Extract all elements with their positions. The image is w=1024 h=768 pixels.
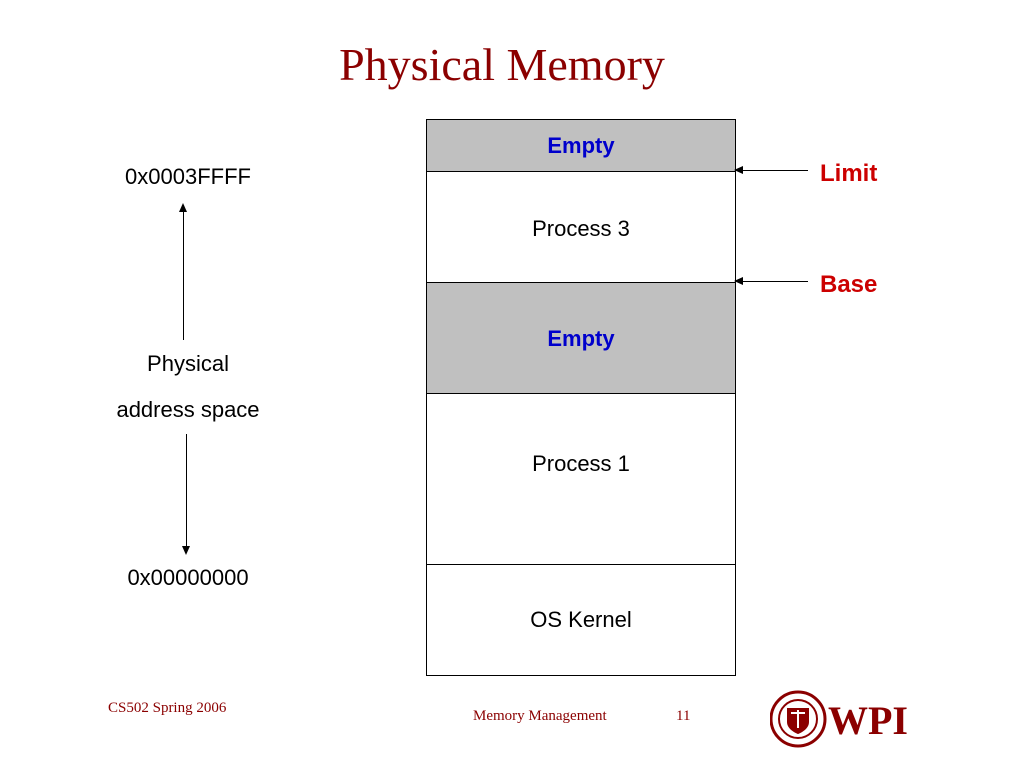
memory-segment-empty-top: Empty [427, 120, 735, 171]
segment-label: Empty [547, 133, 615, 158]
footer-course: CS502 Spring 2006 [108, 700, 227, 716]
limit-label: Limit [820, 160, 878, 187]
memory-segment-os-kernel: OS Kernel [427, 564, 735, 675]
wpi-logo: WPI [769, 688, 920, 750]
limit-arrow-icon [734, 166, 743, 174]
wpi-seal-icon: WPI [769, 690, 908, 748]
address-space-label-line2: address space [116, 397, 260, 422]
slide-title: Physical Memory [339, 39, 665, 90]
memory-stack: Empty Process 3 Empty Process 1 OS Kerne… [426, 119, 736, 676]
arrow-up-line [183, 212, 184, 340]
segment-label: Process 3 [532, 216, 630, 241]
wpi-logo-text: WPI [828, 698, 908, 743]
base-label: Base [820, 271, 878, 298]
base-pointer-line [742, 281, 808, 282]
segment-label: Process 1 [532, 451, 630, 476]
limit-pointer-line [742, 170, 808, 171]
arrow-up-icon [179, 203, 187, 212]
arrow-down-line [186, 434, 187, 546]
address-space-label-line1: Physical [147, 351, 229, 376]
address-bottom: 0x00000000 [127, 565, 249, 590]
base-arrow-icon [734, 277, 743, 285]
segment-label: Empty [547, 326, 615, 351]
memory-segment-process-1: Process 1 [427, 393, 735, 564]
segment-label: OS Kernel [530, 607, 632, 632]
address-top: 0x0003FFFF [125, 164, 251, 189]
memory-segment-empty-middle: Empty [427, 282, 735, 393]
memory-segment-process-3: Process 3 [427, 171, 735, 282]
footer-topic: Memory Management [473, 708, 607, 724]
footer-page-number: 11 [676, 708, 691, 724]
arrow-down-icon [182, 546, 190, 555]
